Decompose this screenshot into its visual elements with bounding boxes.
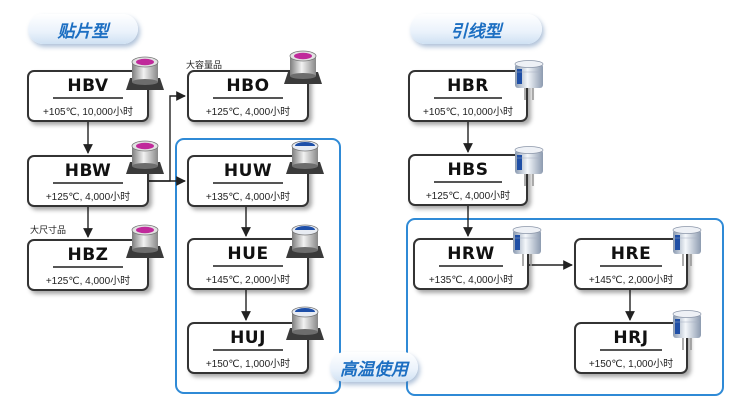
node-hrw-spec: +135℃, 4,000小时 [428,275,514,286]
node-hre-name: HRE [610,244,652,264]
capacitor-leaded-icon [512,226,542,267]
node-huw-name: HUW [223,161,273,181]
node-hrj-spec: +150℃, 1,000小时 [588,359,674,370]
node-hbs-name: HBS [447,160,489,180]
node-hbs: HBS +125℃, 4,000小时 [408,154,528,206]
node-hbo-name: HBO [226,76,270,96]
note-hbo: 大容量品 [186,61,223,71]
node-huj: HUJ +150℃, 1,000小时 [187,322,309,374]
node-hrw-name: HRW [447,244,495,264]
node-hbz-spec: +125℃, 4,000小时 [45,276,131,287]
node-huw-spec: +135℃, 4,000小时 [205,192,291,203]
capacitor-leaded-icon [514,60,544,101]
node-hbr: HBR +105℃, 10,000小时 [408,70,528,122]
capacitor-leaded-icon [672,310,702,351]
node-hbv-spec: +105℃, 10,000小时 [43,107,133,118]
node-hbw-name: HBW [64,161,112,181]
node-hue-spec: +145℃, 2,000小时 [205,275,291,286]
capacitor-smd-blue-icon [286,224,324,259]
node-hre: HRE +145℃, 2,000小时 [574,238,688,290]
note-hbz: 大尺寸品 [30,226,67,236]
node-hue: HUE +145℃, 2,000小时 [187,238,309,290]
node-hbr-spec: +105℃, 10,000小时 [423,107,513,118]
node-huj-name: HUJ [230,328,266,348]
node-hbw-spec: +125℃, 4,000小时 [45,192,131,203]
node-huw: HUW +135℃, 4,000小时 [187,155,309,207]
node-hbr-name: HBR [447,76,489,96]
capacitor-smd-blue-icon [286,306,324,341]
capacitor-smd-icon [284,50,322,85]
capacitor-leaded-icon [514,146,544,187]
group-high-temp-leaded [406,218,724,396]
node-hbv: HBV +105℃, 10,000小时 [27,70,149,122]
capacitor-smd-icon [126,140,164,175]
node-hbs-spec: +125℃, 4,000小时 [425,191,511,202]
banner-smd: 贴片型 [28,14,138,44]
capacitor-smd-icon [126,224,164,259]
node-hrj-name: HRJ [613,328,649,348]
node-hrw: HRW +135℃, 4,000小时 [413,238,529,290]
capacitor-leaded-icon [672,226,702,267]
node-hre-spec: +145℃, 2,000小时 [588,275,674,286]
group-high-temp-smd [175,138,341,394]
node-hbv-name: HBV [67,76,109,96]
capacitor-smd-icon [126,56,164,91]
node-hbw: HBW +125℃, 4,000小时 [27,155,149,207]
capacitor-smd-blue-icon [286,140,324,175]
node-huj-spec: +150℃, 1,000小时 [205,359,291,370]
node-hbz: HBZ +125℃, 4,000小时 [27,239,149,291]
node-hbz-name: HBZ [67,245,109,265]
node-hrj: HRJ +150℃, 1,000小时 [574,322,688,374]
node-hbo-spec: +125℃, 4,000小时 [205,107,291,118]
node-hue-name: HUE [227,244,269,264]
banner-high-temp: 高温使用 [330,352,418,382]
banner-leaded: 引线型 [410,14,542,44]
